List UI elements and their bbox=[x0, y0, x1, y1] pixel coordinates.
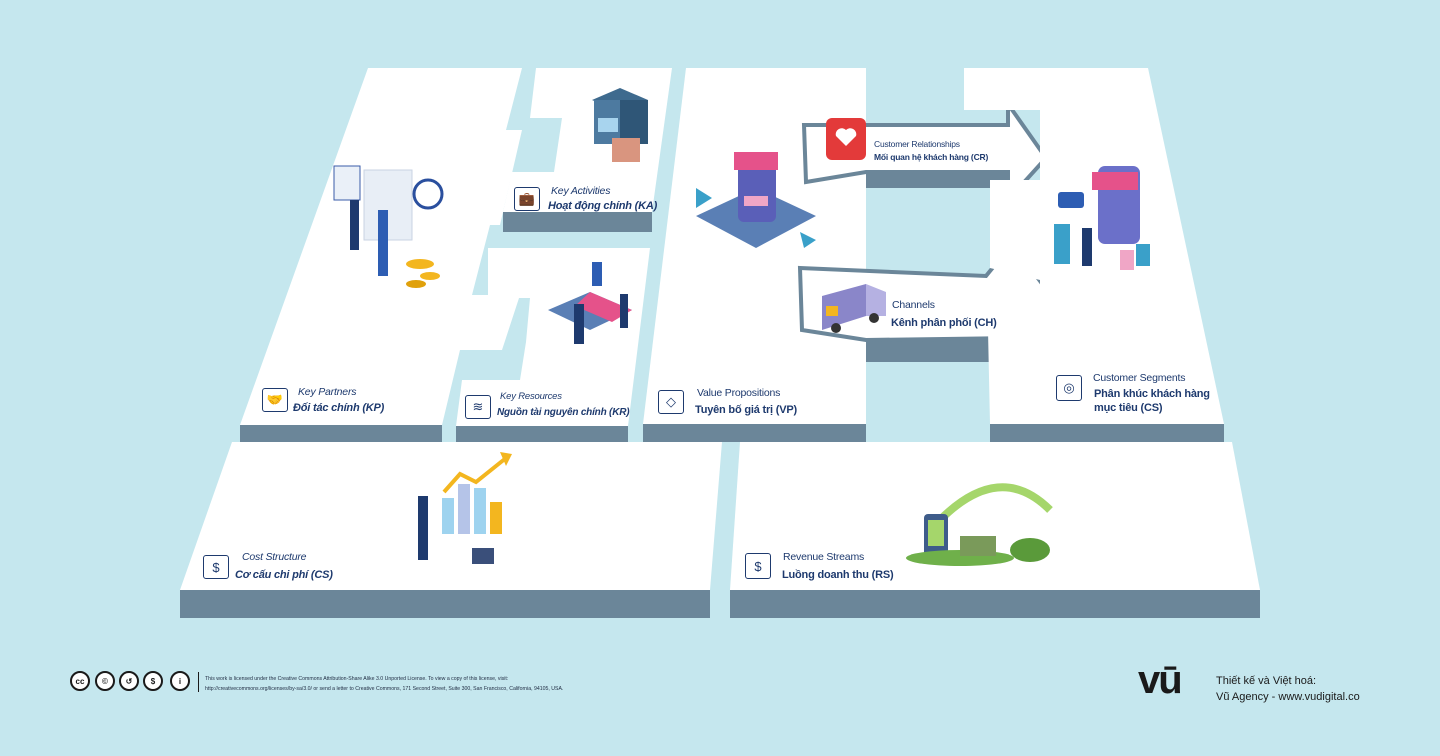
customer-phone-illustration bbox=[1054, 166, 1150, 270]
key-partners-vi: Đối tác chính (KP) bbox=[293, 402, 385, 414]
puzzle-team-illustration bbox=[548, 262, 632, 344]
heart-illustration bbox=[826, 118, 866, 160]
license-text: This work is licensed under the Creative… bbox=[205, 675, 625, 695]
key-partners-en: Key Partners bbox=[298, 386, 357, 398]
credit: Thiết kế và Việt hoá: Vũ Agency - www.vu… bbox=[1216, 674, 1360, 706]
credit-line1: Thiết kế và Việt hoá: bbox=[1216, 675, 1317, 687]
channels-en: Channels bbox=[892, 299, 935, 311]
cost-structure-vi: Cơ cấu chi phí (CS) bbox=[235, 569, 333, 581]
key-resources-en: Key Resources bbox=[500, 391, 562, 402]
credit-line2: Vũ Agency - www.vudigital.co bbox=[1216, 690, 1360, 703]
vu-logo: vū bbox=[1138, 658, 1183, 702]
block-customer-segments bbox=[964, 68, 1224, 442]
key-activities-en: Key Activities bbox=[551, 185, 611, 197]
channels-vi: Kênh phân phối (CH) bbox=[891, 317, 997, 329]
person-icon: i bbox=[170, 671, 190, 691]
customer-relationships-vi: Mối quan hệ khách hàng (CR) bbox=[874, 152, 989, 162]
customer-relationships-en: Customer Relationships bbox=[874, 139, 960, 149]
block-revenue-streams bbox=[730, 442, 1260, 618]
chart-growth-illustration bbox=[418, 452, 512, 564]
value-propositions-en: Value Propositions bbox=[697, 387, 781, 399]
phone-shop-illustration bbox=[696, 152, 816, 248]
briefcase-icon: 💼 bbox=[514, 187, 540, 211]
nc-icon: $ bbox=[143, 671, 163, 691]
contract-illustration bbox=[333, 165, 444, 288]
customer-segments-en: Customer Segments bbox=[1093, 372, 1186, 384]
layers-icon: ≋ bbox=[465, 395, 491, 419]
handshake-icon: 🤝 bbox=[262, 388, 288, 412]
revenue-streams-en: Revenue Streams bbox=[783, 551, 865, 563]
key-resources-vi: Nguồn tài nguyên chính (KR) bbox=[497, 407, 630, 418]
license-line2: http://creativecommons.org/licenses/by-s… bbox=[205, 685, 564, 692]
money-plant-illustration bbox=[906, 483, 1053, 566]
truck-illustration bbox=[822, 284, 886, 333]
value-propositions-vi: Tuyên bố giá trị (VP) bbox=[695, 404, 797, 416]
customer-segments-vi-line1: Phân khúc khách hàng bbox=[1094, 388, 1210, 400]
customer-segments-vi-line2: mục tiêu (CS) bbox=[1094, 402, 1163, 414]
key-activities-vi: Hoạt động chính (KA) bbox=[548, 200, 658, 212]
store-illustration bbox=[592, 88, 648, 162]
by-icon: © bbox=[95, 671, 115, 691]
footer-divider bbox=[198, 672, 199, 692]
cc-icon: cc bbox=[70, 671, 90, 691]
sa-icon: ↺ bbox=[119, 671, 139, 691]
target-icon: ◎ bbox=[1056, 375, 1082, 401]
revenue-streams-vi: Luồng doanh thu (RS) bbox=[782, 569, 894, 581]
cost-structure-en: Cost Structure bbox=[242, 551, 307, 563]
diamond-icon: ◇ bbox=[658, 390, 684, 414]
dollar-gear-icon: $ bbox=[203, 555, 229, 579]
dollar-badge-icon: $ bbox=[745, 553, 771, 579]
license-line1: This work is licensed under the Creative… bbox=[205, 676, 509, 682]
block-key-resources bbox=[456, 248, 650, 442]
